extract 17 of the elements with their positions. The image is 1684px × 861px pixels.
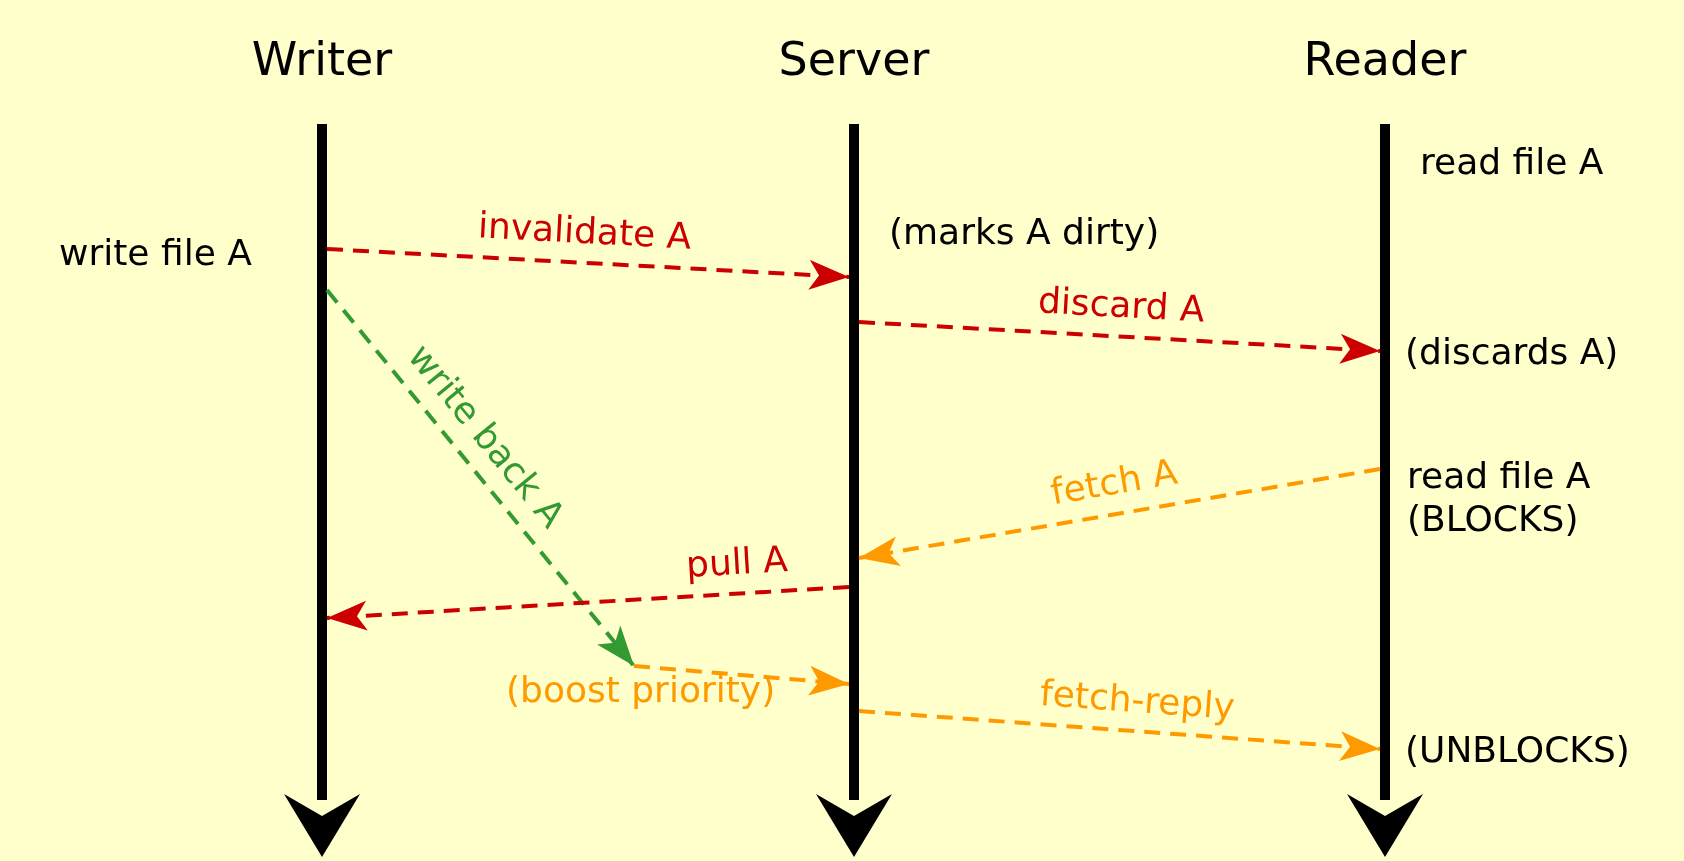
participant-label: Writer (251, 32, 393, 88)
arrow (326, 585, 850, 631)
arrow (858, 709, 1381, 762)
participant-label: Server (778, 32, 930, 88)
participant-label: Reader (1303, 32, 1467, 88)
annotation-text: read file A (1420, 139, 1604, 183)
annotation-text: read file A (BLOCKS) (1407, 454, 1592, 541)
annotation-text: (marks A dirty) (889, 209, 1160, 253)
annotation-text: (discards A) (1405, 329, 1619, 373)
note-text: (boost priority) (506, 668, 776, 712)
annotation-text: (UNBLOCKS) (1405, 727, 1630, 771)
annotation-text: write file A (59, 230, 252, 274)
arrow (858, 320, 1381, 364)
arrow (633, 664, 850, 696)
arrow (326, 247, 850, 290)
arrow (325, 288, 636, 668)
arrow (858, 467, 1381, 567)
